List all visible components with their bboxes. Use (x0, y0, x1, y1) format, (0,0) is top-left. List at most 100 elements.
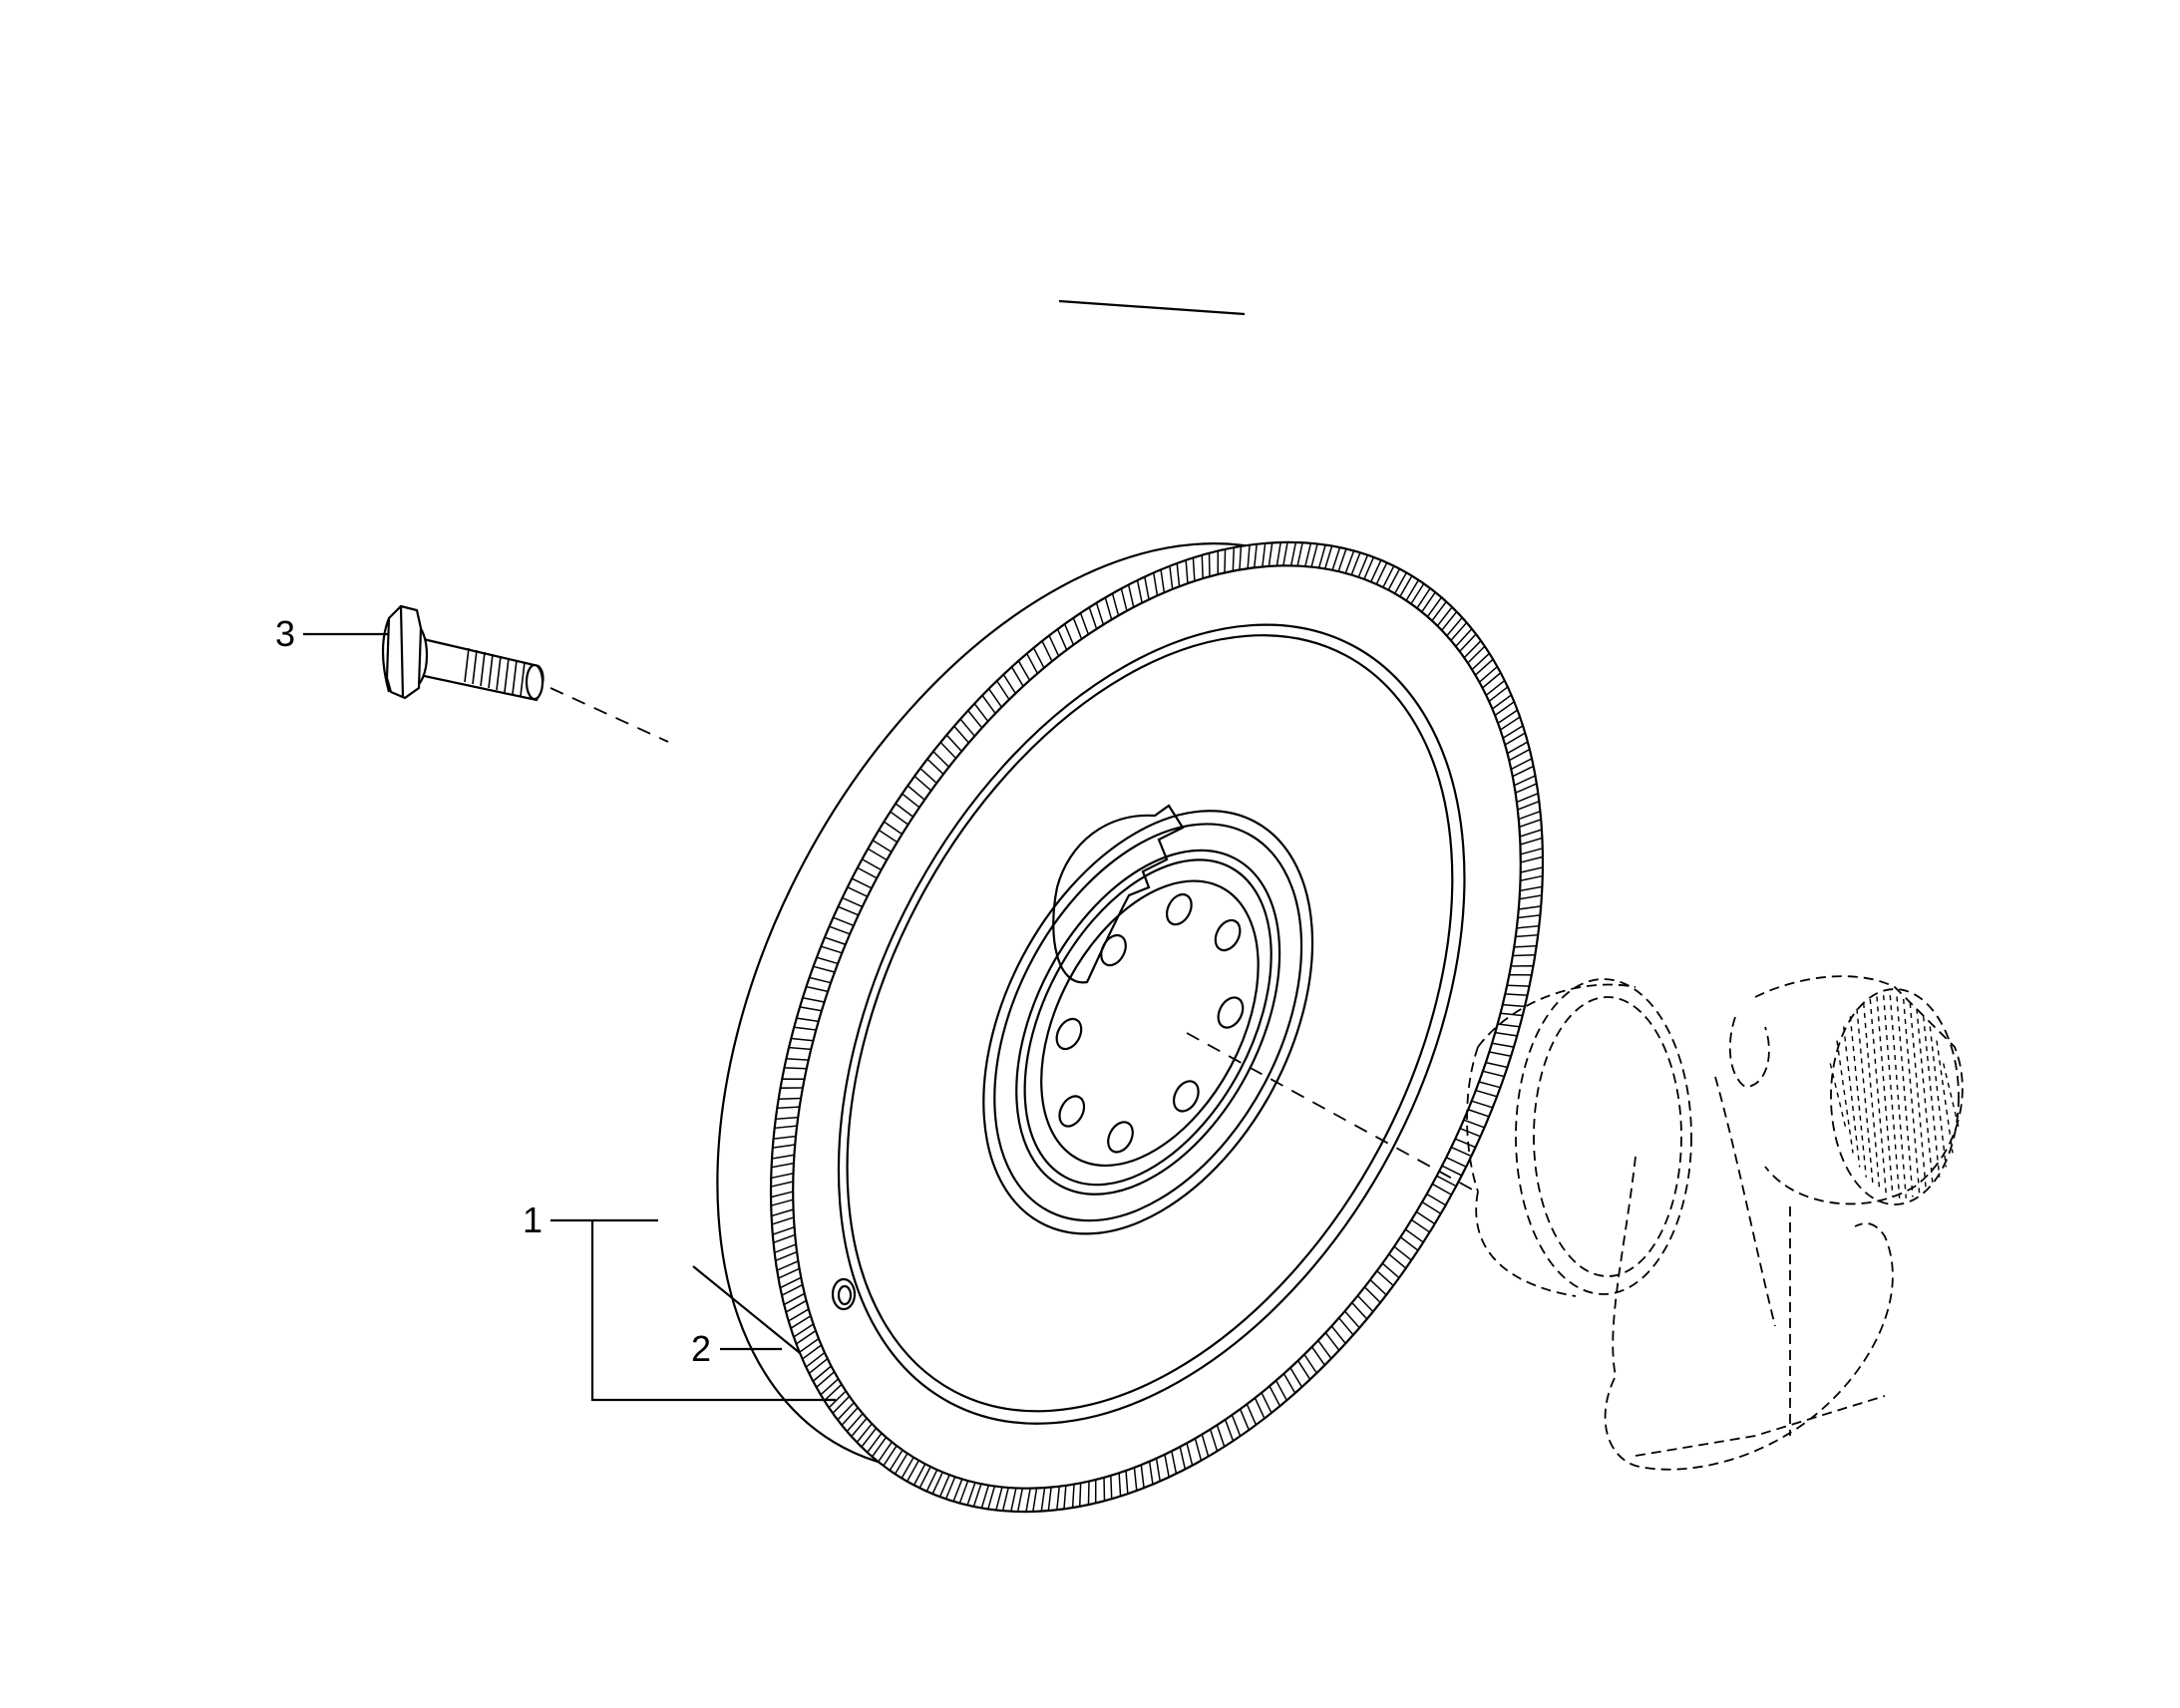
callout-flywheel-assembly: 1 (523, 1199, 544, 1240)
bolt-holes (1055, 892, 1245, 1154)
ring-gear-tooth (856, 857, 883, 879)
crank-journal-face-inner (1533, 996, 1682, 1277)
ring-gear-tooth (828, 916, 855, 935)
ring-gear-tooth (1247, 542, 1259, 569)
ring-gear-tooth (783, 1292, 807, 1314)
bolt-hole (1217, 996, 1245, 1029)
crank-axis-line (1186, 1032, 1477, 1193)
bolt-hole (1172, 1080, 1200, 1113)
ring-gear-tooth (1505, 984, 1531, 997)
ring-gear-tooth (1185, 556, 1196, 584)
ring-gear-tooth (1489, 1042, 1515, 1058)
ring-gear-tooth (1502, 724, 1527, 746)
ring-gear-tooth (779, 1276, 804, 1297)
ring-gear-tooth (1275, 541, 1288, 566)
ring-gear-tooth (1363, 1279, 1388, 1304)
flywheel-hub-ring-1 (982, 810, 1314, 1235)
ring-gear-tooth (773, 1243, 798, 1262)
ring-gear-tooth (995, 673, 1017, 701)
hatch-line (1836, 1040, 1854, 1154)
bolt-head-edge (399, 605, 405, 699)
ring-gear-tooth (1512, 944, 1538, 957)
ring-gear-tooth (889, 802, 914, 826)
ring-gear-tooth (1382, 564, 1401, 591)
flywheel-dowel-hole (831, 1277, 857, 1311)
ring-gear-tooth (772, 1135, 797, 1150)
hatch-line (1876, 996, 1894, 1197)
bolt-tip (525, 663, 545, 701)
ring-gear-tooth (770, 1191, 794, 1207)
ring-gear-tooth (1344, 549, 1361, 575)
bolt-hole (1165, 892, 1193, 926)
ring-gear-tooth (1431, 1175, 1458, 1196)
ring-gear-tooth (846, 877, 873, 897)
bolt-hole (1058, 1095, 1086, 1128)
ring-gear-tooth (1411, 1210, 1436, 1233)
ring-gear-tooth (1071, 1483, 1082, 1510)
ring-gear-tooth (772, 1225, 796, 1244)
ring-gear-tooth (1164, 1451, 1178, 1479)
ring-gear-tooth (1338, 1310, 1361, 1336)
flywheel-hub-ring-3 (1015, 849, 1281, 1196)
ring-gear-tooth (1520, 847, 1544, 863)
ring-gear-tooth (788, 1037, 814, 1051)
ring-gear-tooth (1388, 1245, 1413, 1270)
ring-gear-tooth (980, 1485, 996, 1511)
ring-gear-tooth (1072, 611, 1090, 640)
assembly-center-lines (549, 687, 1477, 1193)
ring-gear-tooth (1519, 885, 1544, 900)
ring-gear-tooth (867, 839, 893, 861)
ring-gear-tooth (1467, 1100, 1494, 1118)
ring-gear-tooth (1485, 679, 1509, 703)
ring-gear-tooth (1217, 547, 1227, 575)
callout-ring-gear: 2 (691, 1328, 712, 1369)
ring-gear-tooth (1209, 1424, 1226, 1453)
ring-gear-tooth (1475, 1081, 1502, 1098)
ring-gear-tooth (1103, 1475, 1113, 1503)
ring-gear-tooth (798, 1337, 823, 1361)
crank-journal-top (1477, 983, 1636, 1048)
ring-gear-tooth (1370, 558, 1388, 585)
ring-gear-tooth (1282, 1367, 1303, 1395)
ring-gear-tooth (1459, 1119, 1486, 1138)
crank-web-side (1714, 1076, 1776, 1327)
hatch-line (1896, 996, 1914, 1197)
ring-gear-tooth (1441, 1157, 1468, 1177)
ring-gear-tooth (1179, 1443, 1194, 1471)
ring-gear-tooth (1224, 1414, 1242, 1443)
flywheel-center-bore (1052, 804, 1185, 984)
ring-gear-tooth (1262, 541, 1273, 567)
ring-gear-tooth (1324, 1325, 1347, 1352)
ring-gear-tooth (770, 1208, 795, 1226)
ring-gear-tooth (799, 996, 825, 1012)
ring-gear-tooth (1041, 634, 1060, 662)
ring-gear-tooth (1133, 1465, 1145, 1492)
ring-gear-tooth (1509, 965, 1535, 976)
ring-gear-tooth (966, 702, 989, 729)
ring-gear-tooth (1376, 1262, 1400, 1287)
ring-gear-tooth (1446, 616, 1468, 641)
crankshaft-end (1466, 975, 1964, 1471)
ring-gear-tooth (793, 1323, 817, 1345)
crank-journal-face (1515, 978, 1692, 1295)
ring-gear-tooth (1394, 571, 1413, 597)
flywheel-hub-face (1040, 879, 1260, 1168)
ring-gear-tooth (1482, 1061, 1509, 1078)
ring-gear-tooth (1317, 543, 1333, 569)
ring-gear-tooth (1120, 583, 1135, 611)
ring-gear-tooth (1239, 1403, 1258, 1432)
ring-gear-tooth (901, 784, 925, 809)
crank-pin-end (1830, 988, 1960, 1205)
flywheel-clutch-face-outer (837, 623, 1466, 1425)
ring-gear-tooth (846, 1413, 868, 1438)
flywheel (692, 299, 1545, 1514)
ring-gear-tooth (1331, 546, 1347, 572)
ring-gear-tooth (912, 1463, 931, 1490)
hatch-line (1943, 1063, 1961, 1131)
ring-gear-tooth (994, 1487, 1009, 1512)
crank-journal-left (1466, 1046, 1479, 1193)
ring-gear-tooth (1357, 553, 1375, 580)
bolt-threads (464, 647, 526, 697)
ring-gear-tooth (779, 1078, 805, 1089)
